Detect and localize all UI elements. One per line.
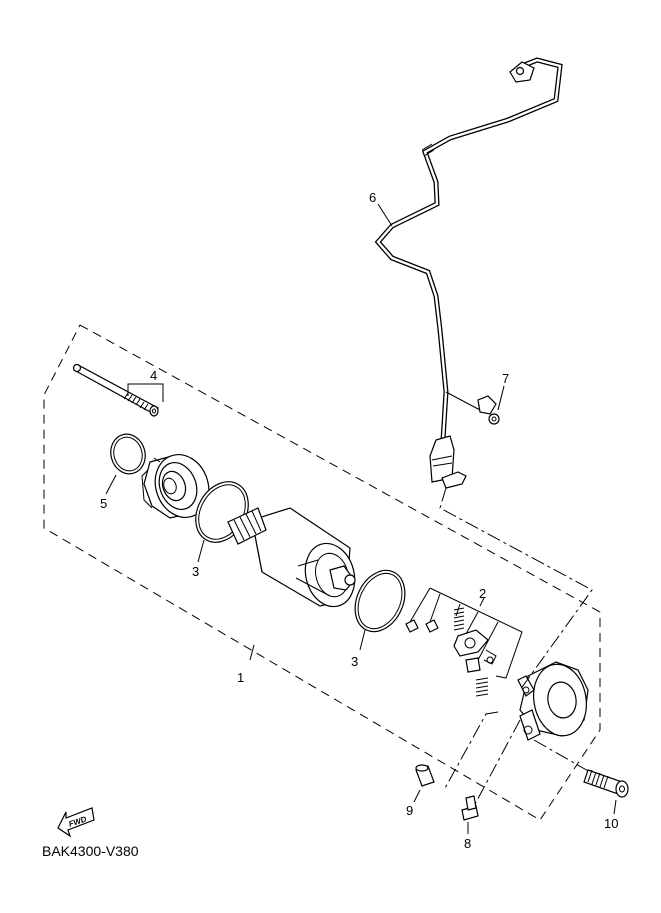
diagram-code: BAK4300-V380 bbox=[42, 843, 139, 859]
o-ring-b bbox=[354, 569, 406, 651]
leader-line-1 bbox=[249, 644, 255, 661]
small-bolt bbox=[461, 795, 479, 834]
leader-line-6 bbox=[377, 203, 393, 227]
leader-line-2 bbox=[479, 597, 485, 607]
callout-2: 2 bbox=[479, 586, 486, 601]
callout-7: 7 bbox=[502, 371, 509, 386]
front-cover bbox=[141, 454, 210, 519]
callout-3a: 3 bbox=[192, 564, 199, 579]
brush-set bbox=[405, 587, 523, 697]
collar bbox=[413, 764, 435, 803]
callout-10: 10 bbox=[604, 816, 618, 831]
callout-1: 1 bbox=[237, 670, 244, 685]
assembly-boundary bbox=[43, 324, 601, 821]
end-housing bbox=[517, 661, 589, 741]
forward-arrow-icon: FWD bbox=[57, 807, 95, 838]
reference-line-bolt8 bbox=[473, 719, 521, 807]
reference-line-cable bbox=[439, 487, 593, 691]
reference-line-bolt10 bbox=[533, 739, 591, 773]
callout-4: 4 bbox=[150, 368, 157, 383]
callout-5: 5 bbox=[100, 496, 107, 511]
o-ring-front bbox=[105, 433, 146, 495]
cable-clamp bbox=[445, 385, 505, 425]
starter-motor-body bbox=[227, 507, 356, 608]
through-bolt bbox=[72, 363, 164, 417]
callout-3b: 3 bbox=[351, 654, 358, 669]
reference-line-pivot bbox=[443, 711, 499, 791]
starter-cable bbox=[374, 57, 563, 489]
callout-8: 8 bbox=[464, 836, 471, 851]
callout-9: 9 bbox=[406, 803, 413, 818]
callout-6: 6 bbox=[369, 190, 376, 205]
mounting-bolt bbox=[583, 769, 629, 815]
